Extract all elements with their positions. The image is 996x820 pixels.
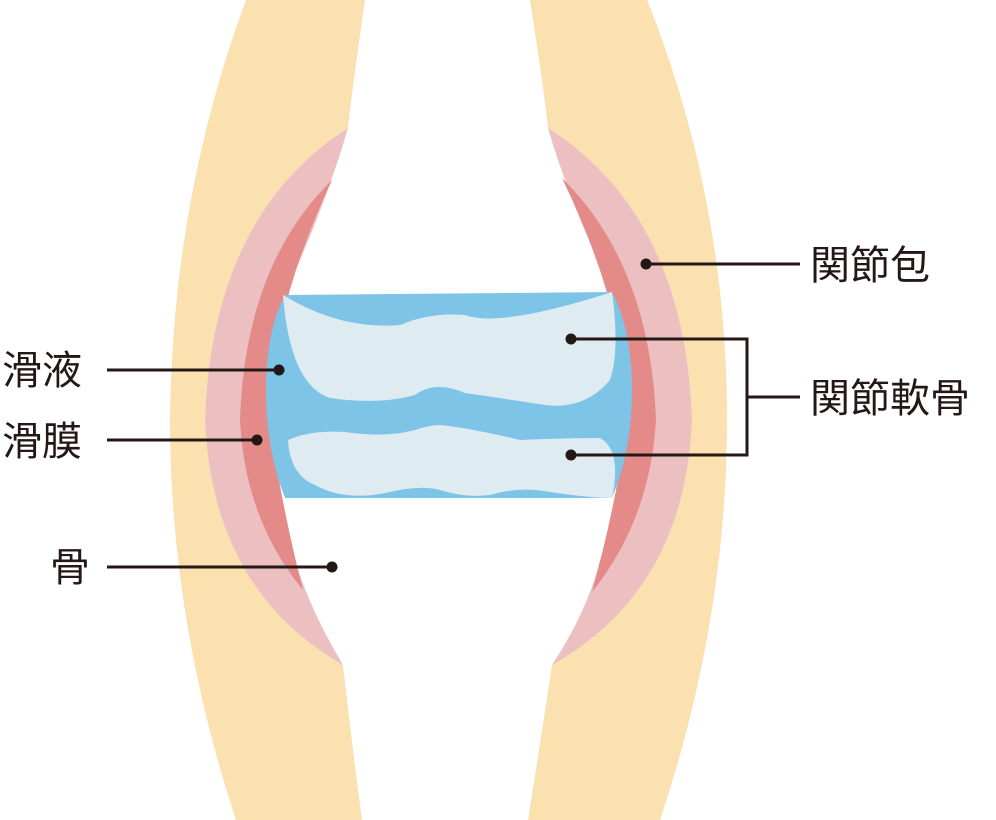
upper-cartilage-dot — [565, 333, 577, 345]
right-bone-shell — [528, 0, 727, 820]
left-synovium — [240, 180, 332, 590]
left-bone-shell — [170, 0, 365, 820]
lower-cartilage — [288, 425, 616, 498]
synovial-membrane-dot — [251, 434, 263, 446]
upper-cartilage — [283, 292, 616, 406]
label-joint-capsule: 関節包 — [810, 243, 930, 289]
label-synovial-membrane: 滑膜 — [2, 419, 82, 465]
joint-capsule-dot — [640, 258, 652, 270]
label-bone: 骨 — [50, 545, 90, 591]
lower-cartilage-dot — [565, 449, 577, 461]
right-joint-capsule — [548, 128, 692, 665]
synovial-fluid-dot — [273, 364, 285, 376]
label-synovial-fluid: 滑液 — [2, 348, 82, 394]
leader-lines — [107, 258, 800, 573]
label-articular-cartilage: 関節軟骨 — [810, 376, 970, 422]
left-joint-capsule — [205, 128, 348, 665]
bone-dot — [326, 561, 338, 573]
right-synovium — [562, 178, 656, 592]
